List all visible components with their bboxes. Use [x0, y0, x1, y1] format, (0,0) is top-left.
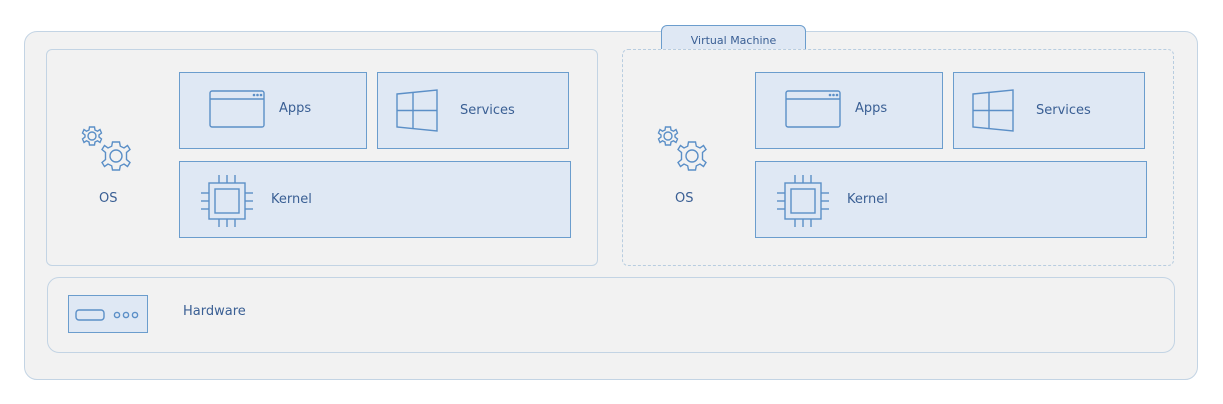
host-os-label: OS [99, 191, 118, 206]
windows-logo-icon [972, 89, 1014, 132]
host-services-label: Services [460, 103, 515, 118]
gears-icon [654, 124, 716, 176]
chip-icon [200, 174, 254, 228]
host-kernel-label: Kernel [271, 192, 312, 207]
vm-services-label: Services [1036, 103, 1091, 118]
vm-kernel-label: Kernel [847, 192, 888, 207]
gears-icon [78, 124, 140, 176]
hardware-label: Hardware [183, 304, 246, 319]
vm-apps-label: Apps [855, 101, 888, 116]
vm-apps-box [755, 72, 943, 149]
chip-icon [776, 174, 830, 228]
host-apps-box [179, 72, 367, 149]
app-window-icon [785, 90, 841, 128]
app-window-icon [209, 90, 265, 128]
windows-logo-icon [396, 89, 438, 132]
server-icon [68, 295, 148, 333]
host-apps-label: Apps [279, 101, 312, 116]
hardware-panel [47, 277, 1175, 353]
vm-os-label: OS [675, 191, 694, 206]
